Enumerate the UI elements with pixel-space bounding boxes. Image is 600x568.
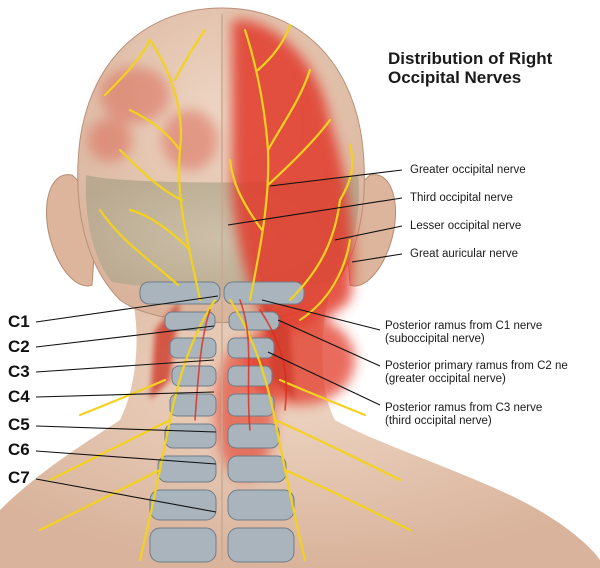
vertebra-label-c6: C6 [8,440,30,459]
vertebra-label-c2: C2 [8,337,30,356]
label-c1-ramus-line1: Posterior ramus from C1 nerve [385,320,543,332]
label-greater-occipital: Greater occipital nerve [410,164,526,176]
vertebra-label-c7: C7 [8,468,30,487]
label-c2-ramus-line1: Posterior primary ramus from C2 ne [385,360,568,372]
vertebra-label-c1: C1 [8,312,30,331]
title-line-1: Distribution of Right [388,49,553,68]
label-great-auricular: Great auricular nerve [410,248,519,260]
label-lesser-occipital: Lesser occipital nerve [410,220,522,232]
title-line-2: Occipital Nerves [388,68,522,87]
vertebra-label-c3: C3 [8,362,30,381]
diagram-title: Distribution of Right Occipital Nerves [388,49,588,87]
label-c2-ramus-line2: (greater occipital nerve) [385,373,506,385]
label-c3-ramus: Posterior ramus from C3 nerve (third occ… [385,402,542,428]
label-c3-ramus-line1: Posterior ramus from C3 nerve [385,402,543,414]
label-c3-ramus-line2: (third occipital nerve) [385,415,492,427]
vertebra-label-c4: C4 [8,387,30,406]
label-third-occipital: Third occipital nerve [410,192,513,204]
vertebra-label-c5: C5 [8,415,30,434]
label-c1-ramus: Posterior ramus from C1 nerve (suboccipi… [385,320,542,346]
cervical-spine [139,281,305,563]
label-c2-ramus: Posterior primary ramus from C2 ne (grea… [385,360,568,386]
leader-lines [35,169,403,513]
nerves [38,23,412,562]
label-c1-ramus-line2: (suboccipital nerve) [385,333,485,345]
